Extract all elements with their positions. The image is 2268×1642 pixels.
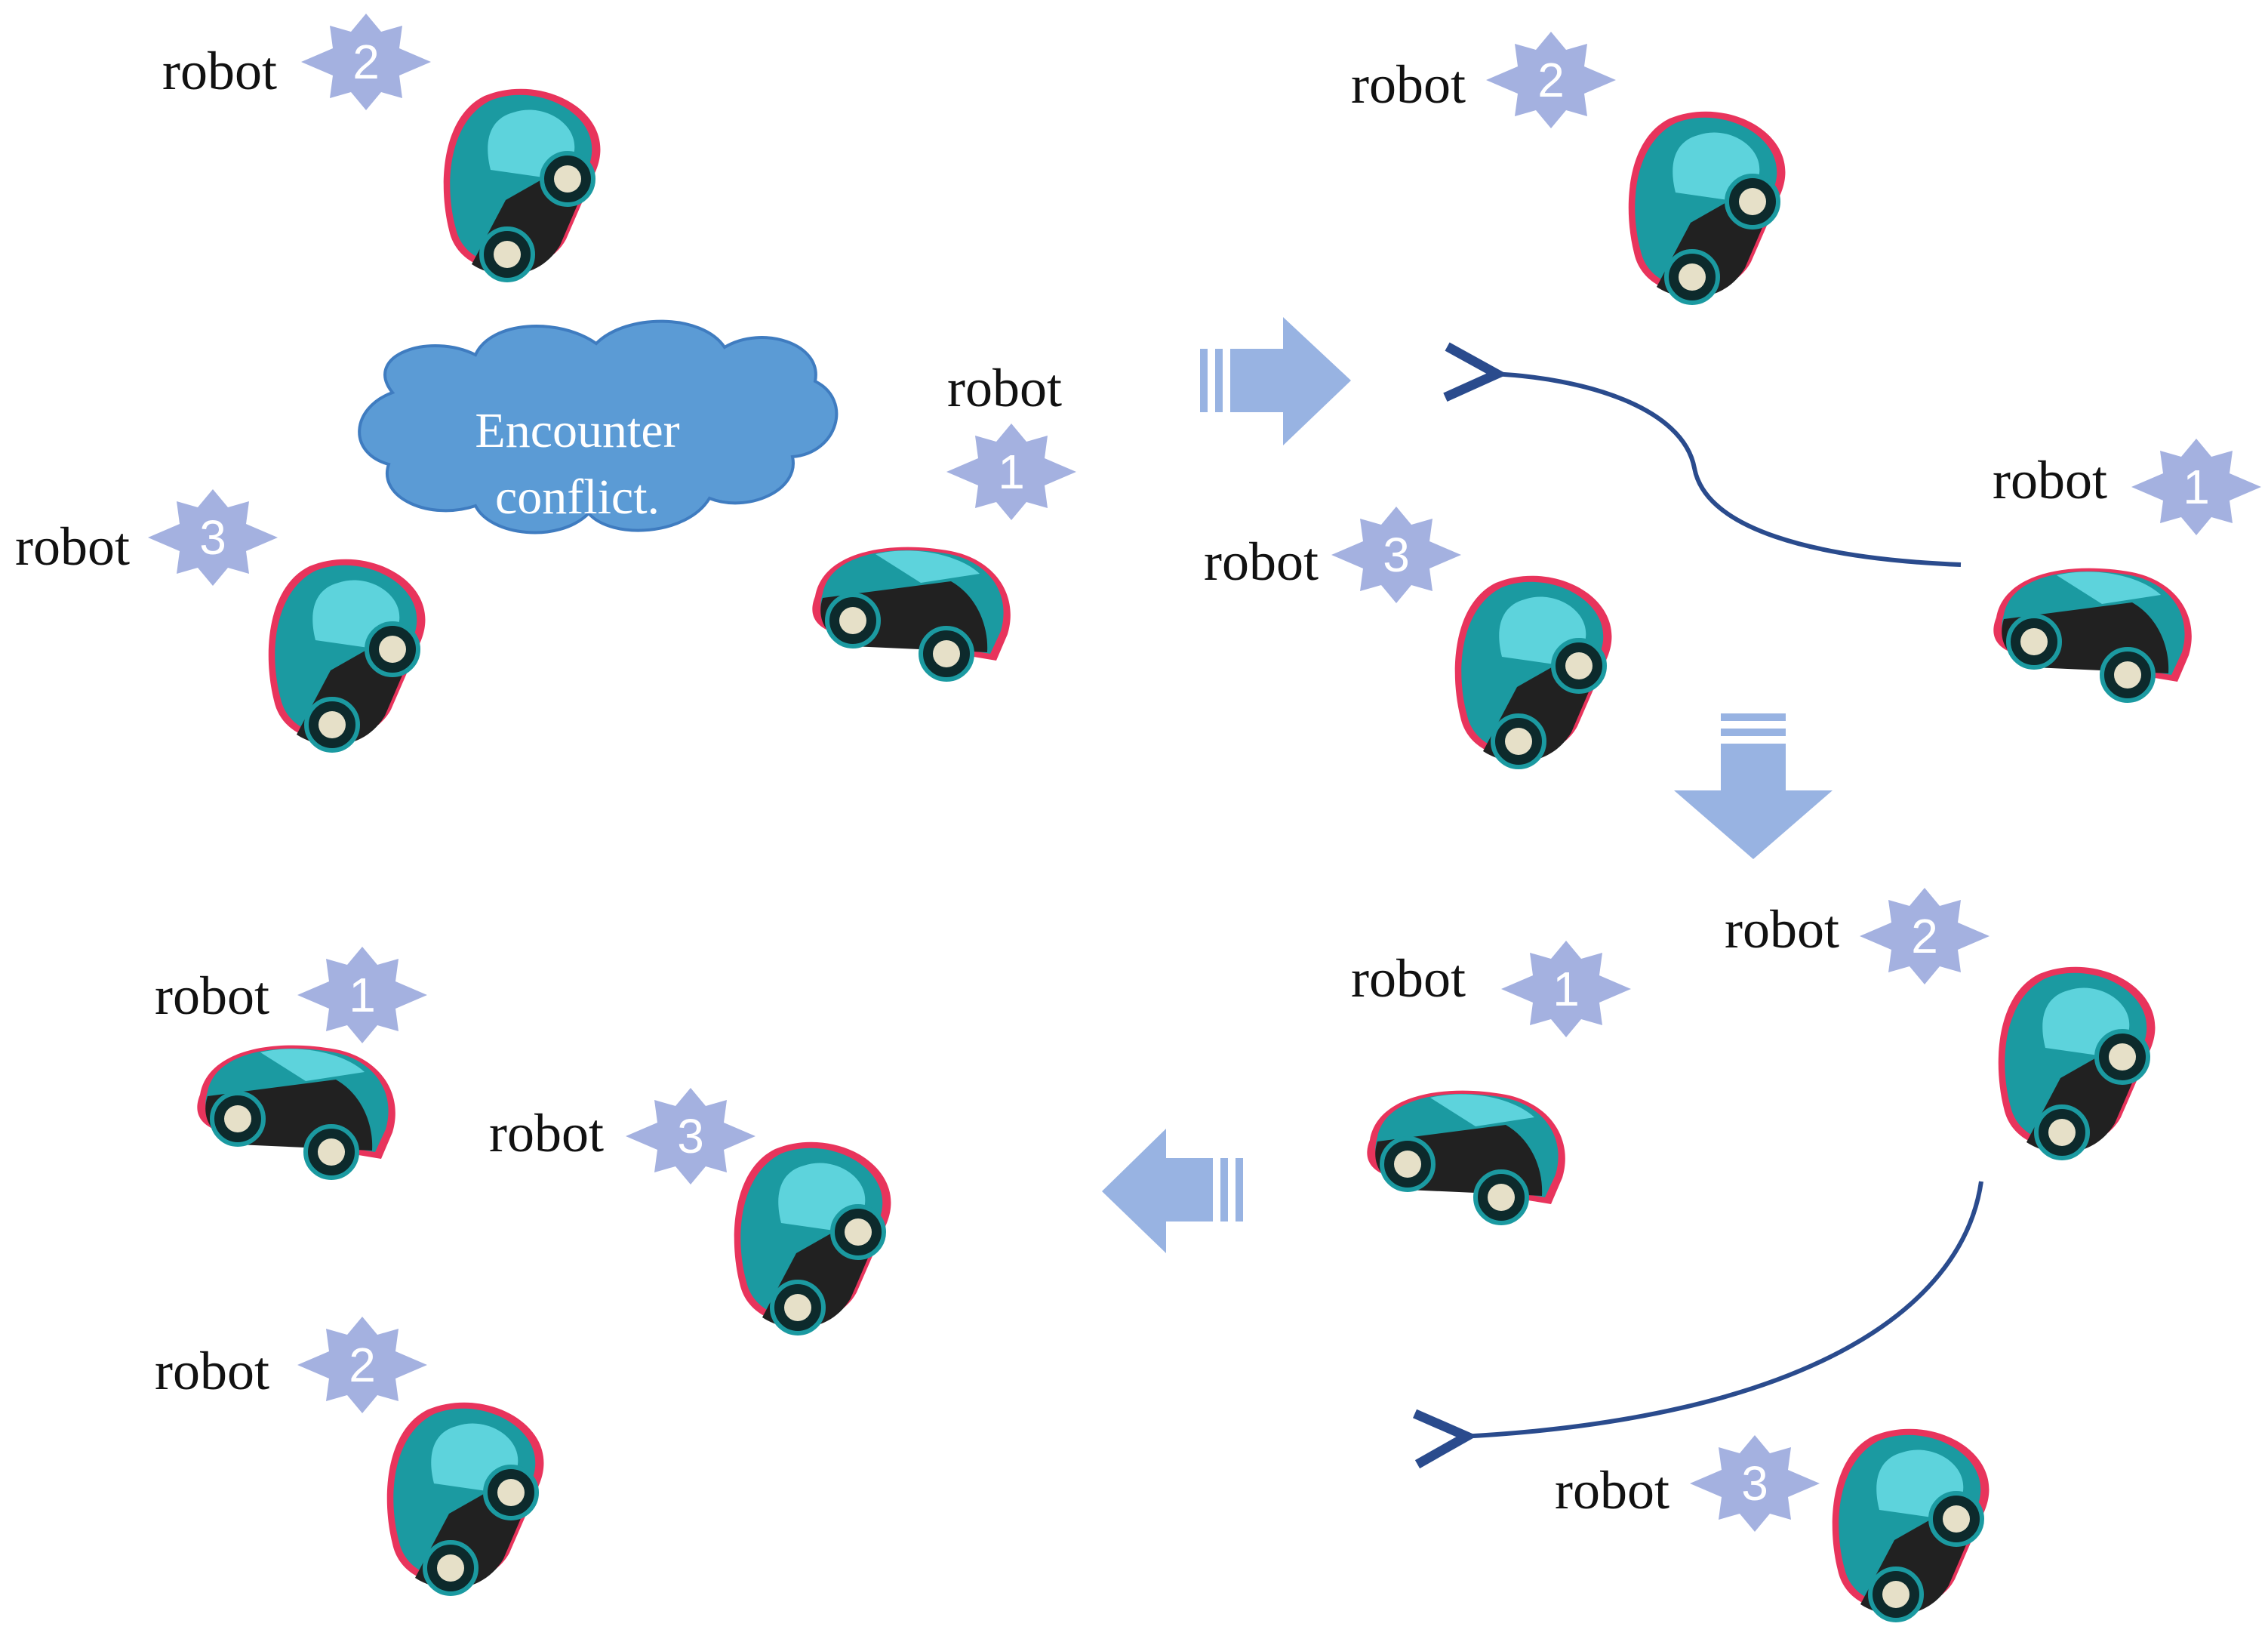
robot-label: robot <box>1993 450 2107 510</box>
car-icon <box>197 1046 395 1178</box>
robot-badge: 3 <box>1331 507 1461 603</box>
car-icon <box>734 1142 891 1333</box>
robot-number: 3 <box>677 1109 704 1163</box>
robot-number: 2 <box>352 35 380 89</box>
robot-label: robot <box>155 966 269 1026</box>
car-icon <box>1455 576 1612 767</box>
robot-badge: 3 <box>626 1088 755 1185</box>
robot-label: robot <box>15 516 130 577</box>
robot-badge: 2 <box>297 1317 427 1413</box>
robot-label: robot <box>947 358 1062 418</box>
robot-1-group: robot 1 <box>812 358 1076 679</box>
car-icon <box>812 547 1010 679</box>
robot-badge: 1 <box>2131 439 2261 535</box>
trajectory-arrow <box>1491 374 1962 567</box>
robot-label: robot <box>489 1103 604 1163</box>
robot-number: 2 <box>1911 909 1938 963</box>
robot-label: robot <box>1555 1460 1669 1520</box>
robot-2-group: robot 2 <box>155 1317 543 1594</box>
robot-label: robot <box>1351 948 1466 1009</box>
robot-number: 1 <box>2183 460 2210 514</box>
conflict-cloud: Encounter conflict. <box>358 319 839 534</box>
robot-number: 1 <box>998 445 1025 499</box>
panel-initial: robot 2 robot 3 Encounter conflict. robo… <box>15 14 1076 750</box>
robot-number: 3 <box>1383 528 1410 582</box>
robot-badge: 3 <box>148 489 278 586</box>
cloud-text-line1: Encounter <box>475 403 679 458</box>
robot-2-group: robot 2 <box>162 14 600 280</box>
robot-label: robot <box>1351 54 1466 115</box>
robot-label: robot <box>162 41 277 101</box>
robot-badge: 1 <box>1501 941 1631 1037</box>
robot-2-group: robot 2 <box>1351 32 1785 303</box>
car-icon <box>269 559 426 750</box>
flow-arrow-left <box>1102 1129 1243 1253</box>
robot-badge: 1 <box>946 424 1076 520</box>
robot-1-group: robot 1 <box>1993 439 2261 701</box>
car-icon <box>1629 112 1786 303</box>
robot-2-group: robot 2 <box>1725 888 2155 1158</box>
robot-number: 3 <box>1741 1456 1768 1511</box>
car-icon <box>444 89 601 280</box>
robot-3-group: robot 3 <box>1204 507 1611 767</box>
flow-arrow-down <box>1674 713 1833 859</box>
robot-number: 2 <box>1537 53 1565 107</box>
panel-step-1: robot 2 robot 3 robot 1 <box>1204 32 2261 767</box>
robot-number: 3 <box>199 510 226 565</box>
robot-badge: 3 <box>1690 1435 1820 1532</box>
car-icon <box>1367 1091 1565 1223</box>
robot-badge: 1 <box>297 947 427 1043</box>
robot-3-group: robot 3 <box>1555 1429 1989 1620</box>
robot-number: 2 <box>349 1338 376 1392</box>
robot-badge: 2 <box>1486 32 1616 128</box>
robot-number: 1 <box>1553 962 1580 1016</box>
robot-badge: 2 <box>301 14 431 110</box>
robot-label: robot <box>1204 531 1319 592</box>
cloud-text-line2: conflict. <box>495 470 660 525</box>
car-icon <box>387 1403 544 1594</box>
flow-arrow-right <box>1200 317 1351 445</box>
robot-3-group: robot 3 <box>489 1088 891 1333</box>
car-icon <box>1999 967 2156 1158</box>
robot-number: 1 <box>349 968 376 1022</box>
car-icon <box>1993 568 2191 701</box>
trajectory-arrow <box>1460 1181 1983 1437</box>
robot-1-group: robot 1 <box>1351 941 1631 1223</box>
panel-step-2: robot 2 robot 1 robot 3 <box>1351 888 2155 1620</box>
robot-1-group: robot 1 <box>155 947 427 1178</box>
robot-label: robot <box>1725 899 1839 960</box>
robot-badge: 2 <box>1860 888 1990 984</box>
robot-label: robot <box>155 1341 269 1401</box>
robot-3-group: robot 3 <box>15 489 425 750</box>
panel-resolved: robot 1 robot 3 robot 2 <box>155 947 891 1594</box>
car-icon <box>1833 1429 1990 1620</box>
